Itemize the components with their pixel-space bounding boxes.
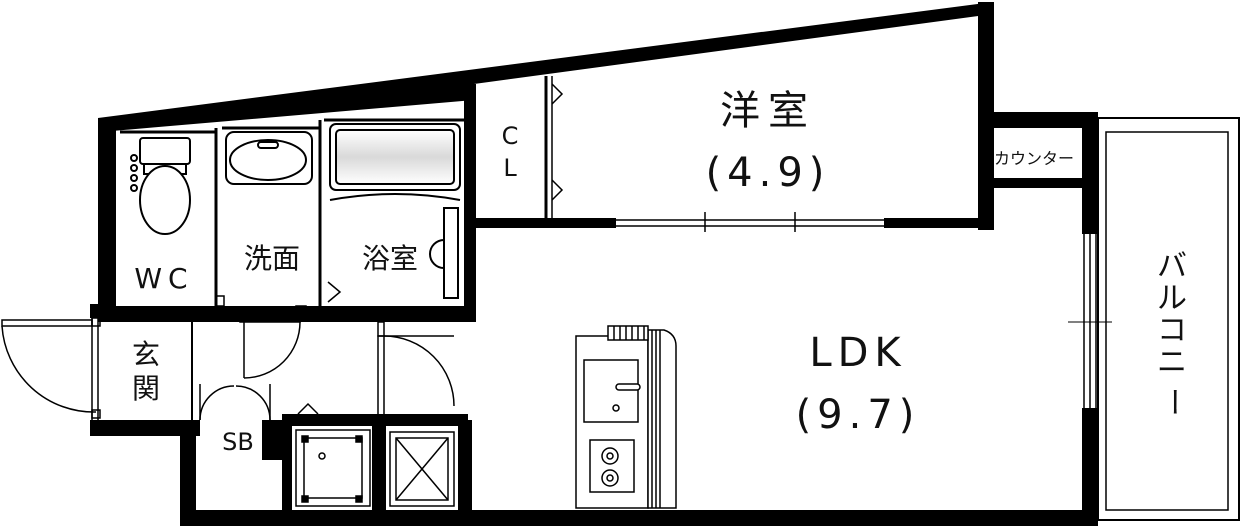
balcony-char-4: ニ <box>1157 345 1187 380</box>
balcony-window <box>1068 234 1112 408</box>
western-room-name: 洋室 <box>720 88 816 134</box>
western-room-size: (4.9) <box>706 150 831 196</box>
bathroom-label: 浴室 <box>362 242 418 275</box>
kitchen-sink <box>583 359 639 423</box>
left-lower-wall <box>180 420 196 526</box>
slanted-roof-wall <box>98 2 993 132</box>
bath-right-wall <box>464 84 476 322</box>
exterior-walls <box>90 2 1098 526</box>
wc-label: WC <box>134 262 193 295</box>
entrance-label-line1: 玄 <box>132 338 160 371</box>
washing-machine-pan <box>295 429 371 507</box>
kitchen-counter <box>575 325 677 509</box>
balcony-outline <box>1097 117 1240 521</box>
counter-bottom-wall <box>978 178 1098 188</box>
interior-partitions <box>120 76 553 308</box>
closet-label-line2: L <box>503 154 517 182</box>
entrance-bottom-wall <box>90 420 200 436</box>
wc-left-wall <box>98 118 116 322</box>
lower-stub-wall <box>372 420 386 510</box>
balcony-char-5: ー <box>1155 387 1190 417</box>
closet-door-markers <box>551 83 564 201</box>
counter-top-wall <box>978 112 1098 128</box>
counter-label: カウンター <box>994 149 1074 168</box>
entrance-label-line2: 関 <box>132 372 160 405</box>
western-room-sliding-door <box>616 212 884 232</box>
closet-label-line1: C <box>502 122 519 150</box>
balcony-char-2: ル <box>1157 281 1187 316</box>
toilet-fixture <box>130 137 191 235</box>
ldk-size: (9.7) <box>796 392 921 438</box>
western-room-bottom-wall-right <box>884 218 994 228</box>
room-labels: 洋室 (4.9) LDK (9.7) C L カウンター WC 洗面 浴室 玄 … <box>132 88 1190 456</box>
washbasin-fixture <box>225 131 313 185</box>
balcony-char-1: バ <box>1157 249 1187 284</box>
storage-right-wall <box>458 420 472 526</box>
bathtub-fixture <box>327 123 461 303</box>
kitchen-left-wall <box>282 414 292 526</box>
ldk-right-wall-upper <box>1082 112 1098 234</box>
ldk-right-wall-lower <box>1082 408 1098 526</box>
refrigerator-space <box>389 431 455 507</box>
shoe-box-label: SB <box>222 428 254 456</box>
sb-right-wall <box>262 420 288 460</box>
doors <box>1 295 455 421</box>
western-room-bottom-wall-left <box>474 218 616 228</box>
bottom-wall <box>180 510 1098 526</box>
ldk-name: LDK <box>809 330 906 376</box>
washroom-label: 洗面 <box>244 242 300 275</box>
wet-area-bottom-wall <box>98 306 474 322</box>
balcony-char-3: コ <box>1157 313 1187 348</box>
